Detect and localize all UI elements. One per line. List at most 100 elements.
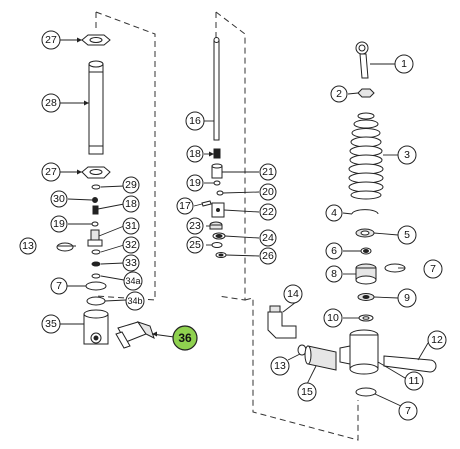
callout-29: 29 [122, 176, 140, 194]
svg-text:23: 23 [189, 220, 201, 232]
part-sleeve-21 [211, 163, 223, 179]
callout-24: 24 [259, 229, 277, 247]
svg-text:17: 17 [179, 200, 191, 212]
callout-18-left: 18 [122, 195, 140, 213]
svg-text:18: 18 [189, 148, 201, 160]
part-ring-6 [360, 247, 372, 255]
part-spring-18-left [92, 205, 99, 215]
part-ring-19-left [91, 221, 99, 227]
part-ring-25 [211, 242, 223, 248]
part-ball-30 [92, 197, 98, 203]
svg-text:22: 22 [262, 206, 274, 218]
svg-text:26: 26 [262, 250, 274, 262]
svg-text:4: 4 [331, 207, 337, 219]
callout-13-right: 13 [270, 356, 290, 376]
right-column-parts [267, 41, 437, 397]
callout-34b: 34b [125, 291, 145, 311]
callout-4: 4 [325, 204, 343, 222]
part-housing-11 [339, 329, 379, 375]
svg-text:19: 19 [53, 218, 65, 230]
part-ring-34a [91, 273, 101, 279]
callout-18-mid: 18 [186, 145, 204, 163]
svg-text:14: 14 [287, 288, 299, 300]
part-body-35 [83, 309, 109, 345]
callout-7-left: 7 [50, 277, 68, 295]
callout-12: 12 [427, 330, 447, 350]
svg-text:24: 24 [262, 232, 274, 244]
part-ring-29 [91, 184, 101, 190]
svg-text:34b: 34b [127, 296, 142, 306]
svg-text:34a: 34a [125, 276, 140, 286]
middle-column-parts [201, 37, 227, 258]
svg-text:15: 15 [301, 386, 313, 398]
callout-10: 10 [323, 308, 343, 328]
callout-31: 31 [122, 217, 140, 235]
callout-34a: 34a [123, 271, 143, 291]
callout-9: 9 [397, 288, 417, 308]
part-rod-end-1 [355, 41, 369, 79]
part-elbow-14 [267, 305, 297, 339]
callout-27-lower: 27 [41, 162, 61, 182]
callout-3: 3 [397, 145, 417, 165]
callout-35: 35 [41, 314, 61, 334]
part-ring-19-mid [213, 180, 221, 186]
part-rod-16 [213, 37, 220, 141]
callout-33: 33 [122, 254, 140, 272]
callout-22: 22 [259, 203, 277, 221]
svg-text:9: 9 [404, 292, 410, 304]
svg-text:27: 27 [45, 166, 57, 178]
part-washer-34b [86, 296, 106, 306]
callout-7-right: 7 [423, 259, 443, 279]
svg-text:21: 21 [262, 166, 274, 178]
svg-text:7: 7 [405, 405, 411, 417]
callout-30: 30 [50, 190, 68, 208]
part-ring-20 [216, 190, 224, 196]
part-ring-32 [91, 249, 101, 255]
leader-lines [57, 37, 429, 407]
svg-text:18: 18 [125, 198, 137, 210]
part-valve-36 [115, 321, 155, 349]
callout-2: 2 [330, 85, 348, 103]
callout-36-highlighted: 36 [172, 325, 198, 351]
svg-text:2: 2 [336, 88, 342, 100]
part-snap-ring-4 [351, 209, 379, 215]
svg-text:10: 10 [327, 312, 339, 324]
part-ring-26 [215, 252, 227, 258]
svg-text:27: 27 [45, 34, 57, 46]
svg-text:8: 8 [331, 268, 337, 280]
part-nipple-31 [87, 229, 103, 247]
svg-text:16: 16 [189, 115, 201, 127]
callout-11: 11 [404, 371, 424, 391]
part-nut-27-top [81, 34, 111, 46]
part-ring-5 [355, 228, 375, 238]
part-ring-33 [91, 261, 101, 267]
svg-text:5: 5 [404, 229, 410, 241]
callout-8: 8 [325, 265, 343, 283]
assembly-guide-lines [95, 11, 359, 441]
svg-text:30: 30 [53, 193, 65, 205]
svg-text:35: 35 [45, 318, 57, 330]
svg-text:12: 12 [431, 334, 443, 346]
callout-32: 32 [122, 236, 140, 254]
svg-text:7: 7 [56, 280, 62, 292]
callout-23: 23 [186, 217, 204, 235]
left-column-parts [56, 34, 155, 349]
svg-text:33: 33 [125, 257, 137, 269]
part-ring-10 [358, 314, 374, 322]
callout-28: 28 [41, 93, 61, 113]
callout-17: 17 [176, 197, 194, 215]
svg-text:13: 13 [22, 240, 34, 252]
callout-27-top: 27 [41, 30, 61, 50]
svg-text:1: 1 [401, 58, 407, 70]
svg-text:31: 31 [125, 220, 137, 232]
part-bushing-8 [355, 263, 377, 285]
part-stem-22 [211, 202, 225, 218]
callout-14: 14 [283, 284, 303, 304]
svg-text:13: 13 [274, 360, 286, 372]
part-spring-18-mid [213, 148, 221, 159]
callout-19-left: 19 [50, 215, 68, 233]
svg-text:25: 25 [189, 239, 201, 251]
callout-5: 5 [397, 225, 417, 245]
part-oring-7-bottom [355, 387, 377, 397]
